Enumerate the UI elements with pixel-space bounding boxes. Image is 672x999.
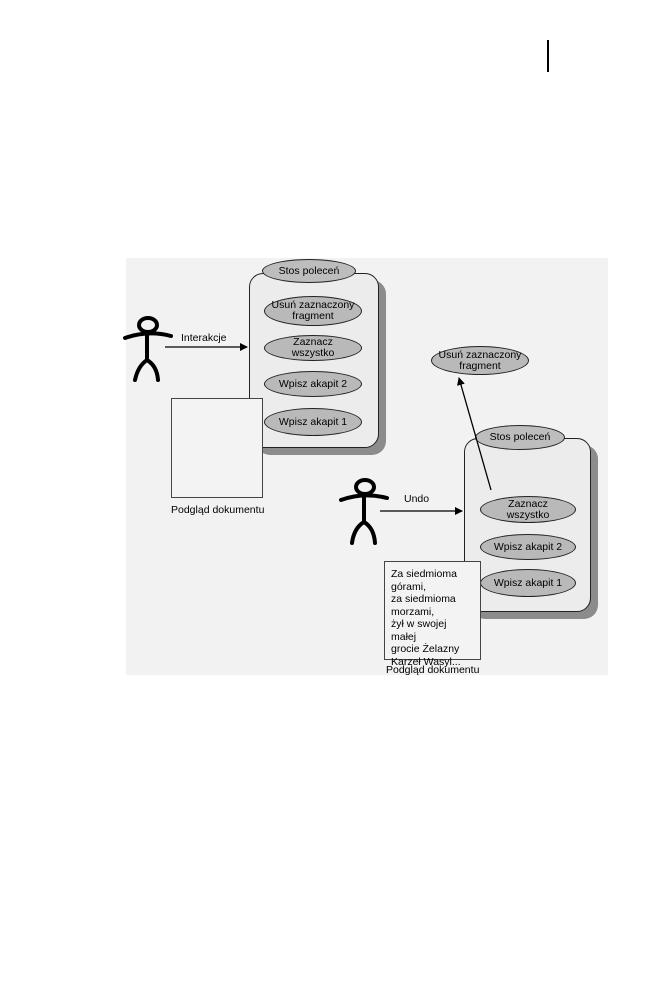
right-stick-figure-icon — [339, 478, 389, 545]
doc-line: za siedmioma — [391, 593, 456, 605]
doc-line: górami, — [391, 580, 427, 593]
right-document-caption: Podgląd dokumentu — [386, 664, 480, 676]
right-command-1: Zaznacz wszystko — [480, 496, 576, 523]
page-rule — [547, 40, 549, 72]
right-arrow-label: Undo — [404, 493, 430, 505]
left-stick-figure-icon — [123, 316, 173, 382]
left-document-caption: Podgląd dokumentu — [171, 504, 265, 516]
doc-line: grocie Żelazny — [391, 643, 460, 655]
left-arrow-label: Interakcje — [181, 332, 227, 344]
right-document-text: Za siedmioma górami, za siedmioma morzam… — [385, 562, 480, 674]
left-stack-title: Stos poleceń — [262, 259, 356, 283]
left-document-preview — [171, 398, 263, 498]
doc-line: Karzeł Wasyl... — [391, 655, 461, 668]
left-command-1: Usuń zaznaczony fragment — [264, 296, 362, 326]
right-document-preview: Za siedmioma górami, za siedmioma morzam… — [384, 561, 481, 668]
doc-line: morzami, — [391, 605, 435, 618]
popped-command: Usuń zaznaczony fragment — [431, 346, 529, 375]
left-command-2: Zaznacz wszystko — [264, 335, 362, 361]
doc-line: Za siedmioma — [391, 568, 457, 580]
right-command-2: Wpisz akapit 2 — [480, 534, 576, 560]
left-command-3: Wpisz akapit 2 — [264, 371, 362, 397]
doc-line: żył w swojej małej — [391, 618, 447, 643]
left-command-4: Wpisz akapit 1 — [264, 408, 362, 436]
right-stack-title: Stos poleceń — [475, 425, 565, 450]
pop-arrow — [457, 377, 492, 491]
